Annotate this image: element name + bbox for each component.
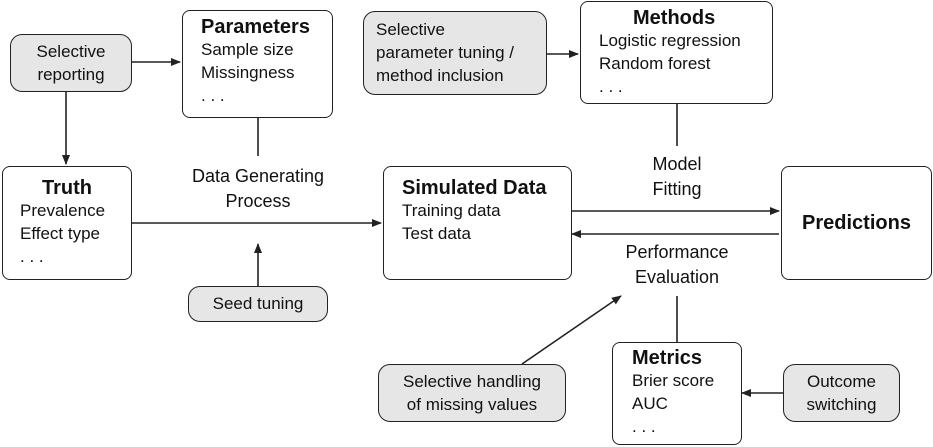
box-title: Truth: [42, 177, 92, 199]
bias-text: switching: [806, 395, 877, 414]
label-text: Performance: [625, 242, 729, 262]
box-item: Training data: [402, 201, 501, 220]
bias-text: Outcome: [807, 372, 876, 391]
box-item: . . .: [201, 86, 225, 105]
bias-text: of missing values: [406, 395, 538, 414]
box-item: . . .: [599, 77, 623, 96]
bias-text: Selective: [376, 20, 445, 39]
bias-text: Seed tuning: [212, 294, 304, 313]
parameters-box: Parameters Sample size Missingness . . .: [182, 10, 333, 118]
arrow-missing-to-evaluation: [521, 295, 622, 365]
label-text: Evaluation: [634, 267, 720, 287]
label-text: Model: [652, 154, 702, 174]
metrics-box: Metrics Brier score AUC . . .: [612, 342, 742, 445]
methods-box: Methods Logistic regression Random fores…: [580, 1, 773, 104]
box-item: Random forest: [599, 54, 711, 73]
box-item: Sample size: [201, 40, 294, 59]
box-item: Missingness: [201, 63, 295, 82]
box-title: Methods: [633, 7, 716, 29]
label-text: Fitting: [652, 179, 702, 199]
label-text: Process: [225, 191, 291, 211]
box-item: AUC: [632, 394, 668, 413]
label-text: Data Generating: [191, 166, 325, 186]
box-title: Metrics: [632, 347, 703, 369]
predictions-box: Predictions: [781, 166, 932, 280]
label-performance-evaluation: Performance Evaluation: [596, 240, 758, 290]
bias-text: Selective handling: [403, 372, 541, 391]
bias-text: method inclusion: [376, 66, 504, 85]
bias-selective-reporting: Selective reporting: [10, 34, 132, 92]
label-data-generating-process: Data Generating Process: [170, 164, 346, 214]
box-title: Predictions: [802, 212, 911, 234]
bias-outcome-switching: Outcome switching: [783, 364, 900, 422]
label-model-fitting: Model Fitting: [620, 152, 734, 202]
box-item: Test data: [402, 224, 471, 243]
bias-selective-tuning: Selective parameter tuning / method incl…: [363, 11, 547, 95]
box-item: . . .: [20, 247, 44, 266]
box-item: Brier score: [632, 371, 715, 390]
bias-seed-tuning: Seed tuning: [188, 286, 328, 322]
bias-selective-missing: Selective handling of missing values: [378, 364, 566, 422]
truth-box: Truth Prevalence Effect type . . .: [2, 166, 132, 280]
box-item: Effect type: [20, 224, 101, 243]
bias-text: Selective: [36, 42, 106, 61]
box-item: . . .: [632, 417, 656, 436]
bias-text: reporting: [37, 65, 105, 84]
box-item: Prevalence: [20, 201, 106, 220]
simulated-data-box: Simulated Data Training data Test data: [383, 166, 572, 280]
bias-text: parameter tuning /: [376, 43, 514, 62]
box-title: Simulated Data: [402, 177, 547, 199]
box-item: Logistic regression: [599, 31, 741, 50]
box-title: Parameters: [201, 16, 310, 38]
